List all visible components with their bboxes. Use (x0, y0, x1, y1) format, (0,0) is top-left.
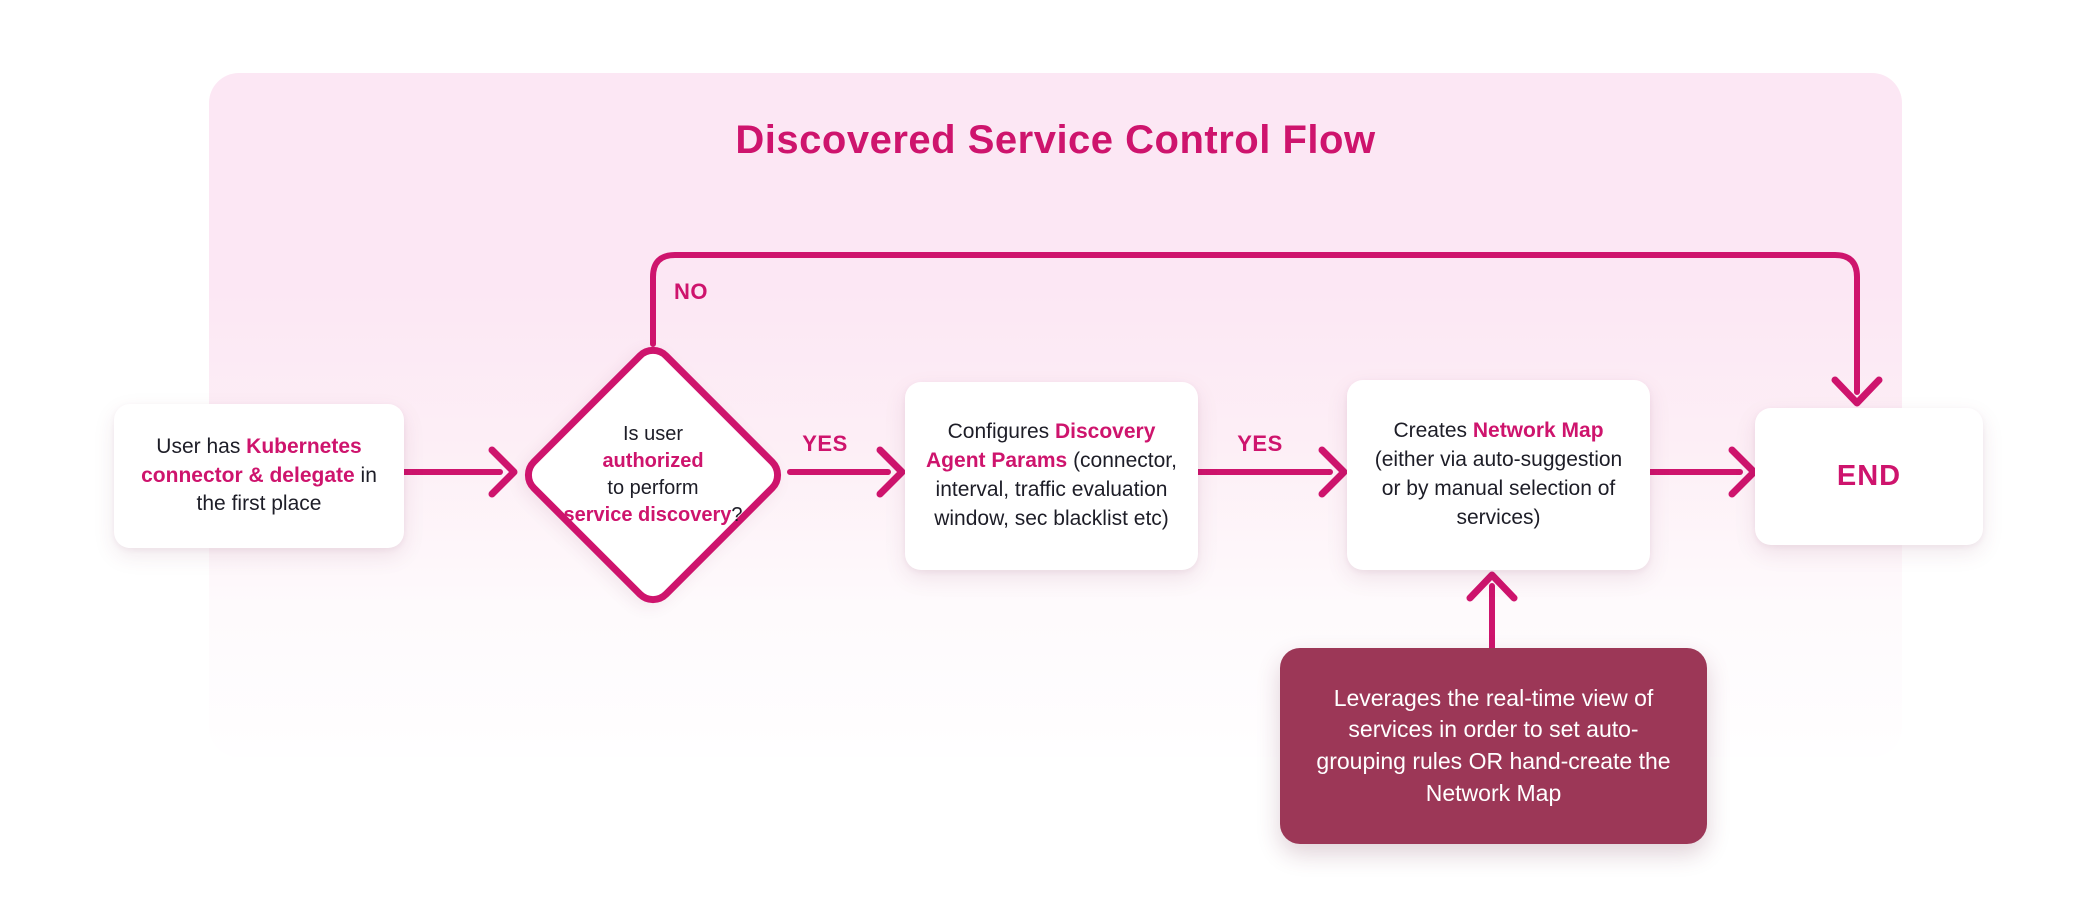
edge-label-yes-1: YES (802, 431, 848, 456)
decision-line-2: authorized (602, 450, 704, 472)
node-annotation-leverages: Leverages the real-time view of services… (1280, 648, 1707, 844)
configure-text-highlight: Discovery Agent Params (926, 420, 1156, 473)
node-end: END (1755, 408, 1983, 545)
node-configure-text: Configures Discovery Agent Params (conne… (923, 418, 1180, 534)
diagram-title: Discovered Service Control Flow (735, 118, 1376, 162)
decision-line-4-accent: service discovery (563, 504, 732, 526)
node-create-network-map: Creates Network Map (either via auto-sug… (1347, 380, 1650, 570)
end-label: END (1836, 460, 1902, 493)
start-text-plain-1: User has (156, 434, 247, 458)
edge-label-no: NO (674, 279, 708, 304)
decision-line-1: Is user (622, 423, 684, 445)
annotation-text: Leverages the real-time view of services… (1316, 684, 1671, 806)
node-create-map-text: Creates Network Map (either via auto-sug… (1365, 417, 1632, 533)
edge-label-yes-2: YES (1237, 431, 1283, 456)
decision-line-4: service discovery? (563, 502, 742, 529)
node-decision-authorized: Is user authorized to perform service di… (540, 398, 766, 552)
create-map-text-highlight: Network Map (1472, 419, 1604, 443)
configure-text-plain-1: Configures (947, 420, 1055, 444)
create-map-text-plain-1: Creates (1393, 419, 1473, 443)
decision-line-4-suffix: ? (731, 504, 743, 526)
node-start-text: User has Kubernetes connector & delegate… (136, 433, 382, 520)
start-text-plain-2: in the first place (196, 463, 377, 516)
create-map-text-plain-2: (either via auto-suggestion or by manual… (1374, 448, 1623, 529)
start-text-highlight: Kubernetes connector & delegate (141, 434, 362, 487)
node-start-kubernetes-connector: User has Kubernetes connector & delegate… (114, 404, 404, 548)
node-configure-discovery-agent: Configures Discovery Agent Params (conne… (905, 382, 1198, 570)
configure-text-plain-2: (connector, interval, traffic evaluation… (934, 449, 1177, 530)
decision-line-3: to perform (607, 477, 699, 499)
